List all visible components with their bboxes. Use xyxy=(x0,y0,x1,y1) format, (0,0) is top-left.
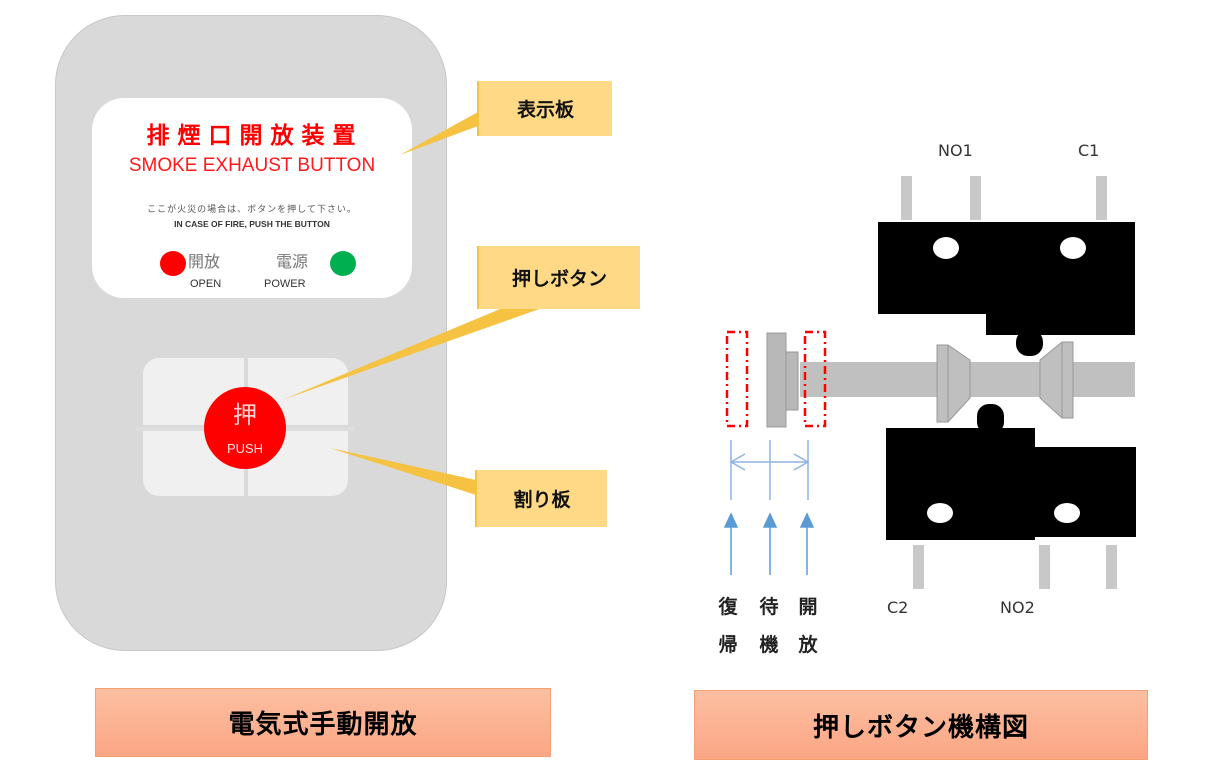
state-char: 復 xyxy=(718,596,738,618)
display-panel: 排煙口開放装置 SMOKE EXHAUST BUTTON ここが火災の場合は、ボ… xyxy=(92,98,412,298)
callout-break-plate: 割り板 xyxy=(475,470,607,527)
push-button-label-jp: 押 xyxy=(233,401,257,429)
mounting-hole xyxy=(1054,503,1080,523)
open-lamp-label-en: OPEN xyxy=(190,278,222,290)
arrow-up-icon xyxy=(762,512,778,528)
upper-actuator xyxy=(1016,330,1043,356)
panel-note-jp: ここが火災の場合は、ボタンを押して下さい。 xyxy=(147,205,357,215)
state-char: 待 xyxy=(759,596,779,618)
travel-dimension xyxy=(729,440,810,500)
state-arrows xyxy=(723,512,815,575)
mounting-hole xyxy=(933,237,959,259)
state-char: 帰 xyxy=(718,634,738,656)
cam-right xyxy=(1039,341,1074,419)
panel-title-en: SMOKE EXHAUST BUTTON xyxy=(128,155,376,176)
panel-note-en: IN CASE OF FIRE, PUSH THE BUTTON xyxy=(174,219,330,229)
arrow-up-icon xyxy=(799,512,815,528)
lower-micro-switch xyxy=(886,428,1136,540)
terminal-pin xyxy=(1039,545,1050,589)
arrow-up-icon xyxy=(723,512,739,528)
state-label-return: 復 帰 xyxy=(717,588,739,664)
mounting-hole xyxy=(1060,237,1086,259)
power-lamp-icon xyxy=(330,251,356,276)
terminal-label-no2: NO2 xyxy=(1000,598,1035,617)
open-lamp-label-jp: 開放 xyxy=(188,252,221,271)
state-char: 放 xyxy=(798,634,818,656)
position-marker-return xyxy=(725,330,749,428)
terminal-label-c1: C1 xyxy=(1078,141,1100,160)
state-label-open: 開 放 xyxy=(797,588,819,664)
terminal-pin xyxy=(970,176,981,220)
state-label-standby: 待 機 xyxy=(758,588,780,664)
panel-title-jp: 排煙口開放装置 xyxy=(146,123,364,149)
caption-electric-manual-open: 電気式手動開放 xyxy=(95,688,551,757)
callout-display-board: 表示板 xyxy=(477,81,612,136)
terminal-label-c2: C2 xyxy=(887,598,909,617)
callout-push-button: 押しボタン xyxy=(477,246,640,309)
terminal-pin xyxy=(1096,176,1107,220)
mounting-hole xyxy=(927,503,953,523)
terminal-pin xyxy=(913,545,924,589)
lower-actuator xyxy=(977,404,1004,434)
button-collar xyxy=(785,351,799,411)
push-button[interactable]: 押 PUSH xyxy=(204,387,286,469)
state-char: 機 xyxy=(759,634,779,656)
power-lamp-label-jp: 電源 xyxy=(276,252,309,271)
button-head xyxy=(766,332,787,428)
terminal-pin xyxy=(1106,545,1117,589)
push-button-label-en: PUSH xyxy=(226,441,264,456)
state-char: 開 xyxy=(798,596,818,618)
position-marker-open xyxy=(803,330,827,428)
open-lamp-icon xyxy=(160,251,186,276)
terminal-label-no1: NO1 xyxy=(938,141,973,160)
cam-left xyxy=(936,344,971,423)
caption-push-button-mechanism: 押しボタン機構図 xyxy=(694,690,1148,760)
upper-micro-switch xyxy=(878,222,1135,335)
power-lamp-label-en: POWER xyxy=(264,278,306,290)
terminal-pin xyxy=(901,176,912,220)
